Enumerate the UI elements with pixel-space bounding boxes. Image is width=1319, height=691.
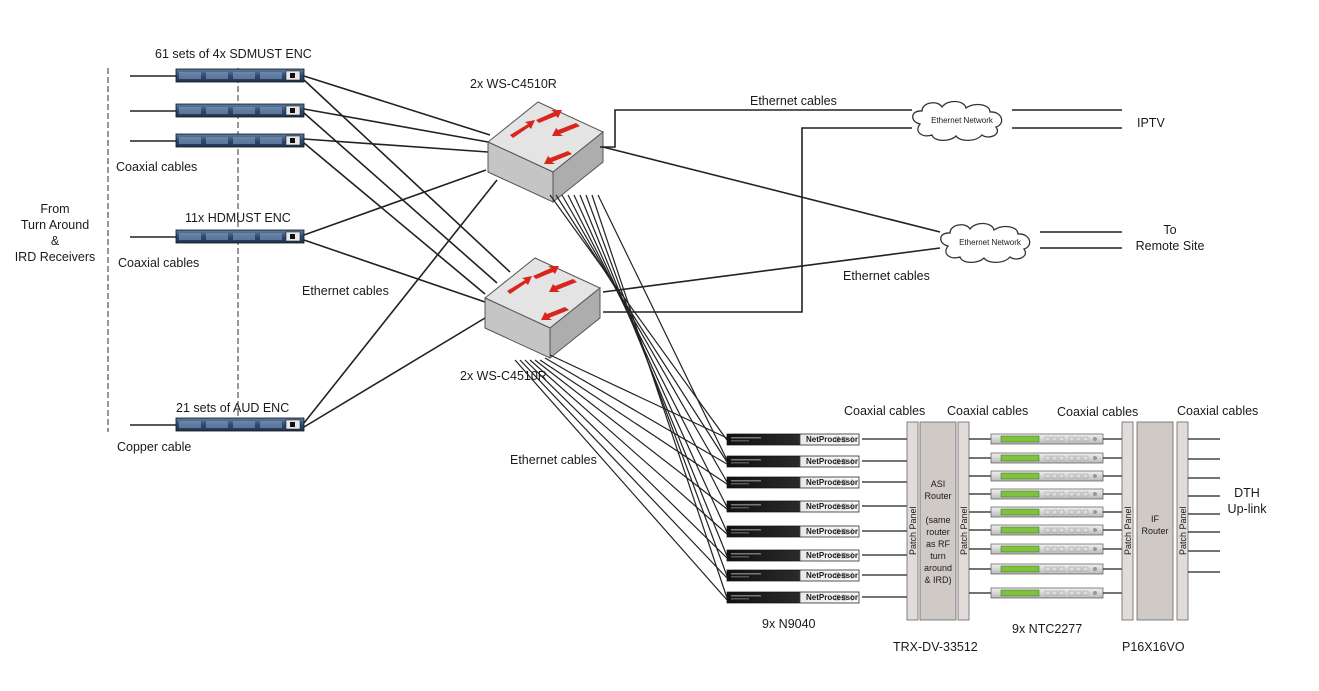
dashed-divider-lines — [107, 68, 239, 432]
cloud-top-label: Ethernet Network — [931, 116, 994, 125]
svg-text:NetProcessor: NetProcessor — [806, 478, 858, 487]
encoder-ethernet-cables — [303, 75, 511, 428]
svg-text:router: router — [926, 527, 950, 537]
patch-panel-4 — [1176, 421, 1189, 621]
trx-label: TRX-DV-33512 — [893, 640, 978, 654]
dth-uplink-label: DTH Up-link — [1228, 486, 1268, 516]
svg-text:Router: Router — [924, 491, 951, 501]
switch-to-n9040-cables — [514, 194, 728, 601]
svg-text:ASI: ASI — [931, 479, 946, 489]
svg-text:NetProcessor: NetProcessor — [806, 457, 858, 466]
source-label: From Turn Around & IRD Receivers — [15, 202, 96, 264]
hdmust-label: 11x HDMUST ENC — [185, 211, 291, 225]
patch-panel-2 — [957, 421, 970, 621]
iptv-label: IPTV — [1137, 116, 1165, 130]
coax-label-2: Coaxial cables — [118, 256, 199, 270]
svg-text:To: To — [1163, 223, 1176, 237]
patch-to-ntc-cables — [969, 438, 991, 594]
svg-text:Turn Around: Turn Around — [21, 218, 89, 232]
svg-text:Remote Site: Remote Site — [1136, 239, 1205, 253]
sd-encoder-3 — [175, 133, 305, 148]
n9040-label: 9x N9040 — [762, 617, 816, 631]
svg-text:turn: turn — [930, 551, 946, 561]
ethernet-label-right: Ethernet cables — [843, 269, 930, 283]
asi-router — [919, 421, 957, 621]
svg-text:IRD Receivers: IRD Receivers — [15, 250, 96, 264]
n9040-to-patch-cables — [862, 438, 907, 598]
input-coax-lines — [130, 75, 176, 426]
output-cables — [1188, 438, 1220, 573]
patch-panel-2-label: Patch Panel — [959, 506, 969, 555]
patch-panel-1-label: Patch Panel — [908, 506, 918, 555]
svg-text:NetProcessor: NetProcessor — [806, 551, 858, 560]
asi-router-label: ASI Router (same router as RF turn aroun… — [924, 479, 952, 585]
ethernet-label-top: Ethernet cables — [750, 94, 837, 108]
ethernet-label-left: Ethernet cables — [302, 284, 389, 298]
svg-text:(same: (same — [925, 515, 950, 525]
switch-top — [487, 101, 604, 203]
svg-text:NetProcessor: NetProcessor — [806, 593, 858, 602]
network-uplink-cables — [600, 109, 1122, 313]
aud-label: 21 sets of AUD ENC — [176, 401, 289, 415]
svg-text:From: From — [40, 202, 69, 216]
coax-label-d: Coaxial cables — [1177, 404, 1258, 418]
coax-label-c: Coaxial cables — [1057, 405, 1138, 419]
patch-panel-1 — [906, 421, 919, 621]
sdmust-label: 61 sets of 4x SDMUST ENC — [155, 47, 312, 61]
switch-bottom — [484, 257, 601, 359]
svg-text:Router: Router — [1141, 526, 1168, 536]
p16-label: P16X16VO — [1122, 640, 1185, 654]
svg-text:NetProcessor: NetProcessor — [806, 435, 858, 444]
sd-encoder-2 — [175, 103, 305, 118]
patch-panel-3 — [1121, 421, 1134, 621]
svg-text:NetProcessor: NetProcessor — [806, 571, 858, 580]
if-router — [1136, 421, 1174, 621]
patch-panel-4-label: Patch Panel — [1178, 506, 1188, 555]
patch-panel-3-label: Patch Panel — [1123, 506, 1133, 555]
if-router-label: IF Router — [1141, 514, 1168, 536]
switch-bottom-label: 2x WS-C4510R — [460, 369, 547, 383]
svg-text:& IRD): & IRD) — [925, 575, 952, 585]
coax-label-b: Coaxial cables — [947, 404, 1028, 418]
switch-top-label: 2x WS-C4510R — [470, 77, 557, 91]
audio-encoder — [175, 417, 305, 432]
ntc-label: 9x NTC2277 — [1012, 622, 1082, 636]
sd-encoder-1 — [175, 68, 305, 83]
svg-text:NetProcessor: NetProcessor — [806, 502, 858, 511]
svg-text:as RF: as RF — [926, 539, 951, 549]
svg-text:Up-link: Up-link — [1228, 502, 1268, 516]
ntc-to-patch-cables — [1103, 438, 1122, 594]
svg-text:DTH: DTH — [1234, 486, 1260, 500]
svg-text:around: around — [924, 563, 952, 573]
ntc2277-stack — [990, 433, 1104, 599]
svg-text:NetProcessor: NetProcessor — [806, 527, 858, 536]
hd-encoder — [175, 229, 305, 244]
coax-label-a: Coaxial cables — [844, 404, 925, 418]
svg-text:IF: IF — [1151, 514, 1160, 524]
remote-site-label: To Remote Site — [1136, 223, 1205, 253]
svg-text:&: & — [51, 234, 60, 248]
ethernet-label-bottom: Ethernet cables — [510, 453, 597, 467]
coax-label-1: Coaxial cables — [116, 160, 197, 174]
netprocessor-labels: NetProcessor NetProcessor NetProcessor N… — [806, 435, 858, 602]
cloud-bottom-label: Ethernet Network — [959, 238, 1022, 247]
copper-label: Copper cable — [117, 440, 191, 454]
